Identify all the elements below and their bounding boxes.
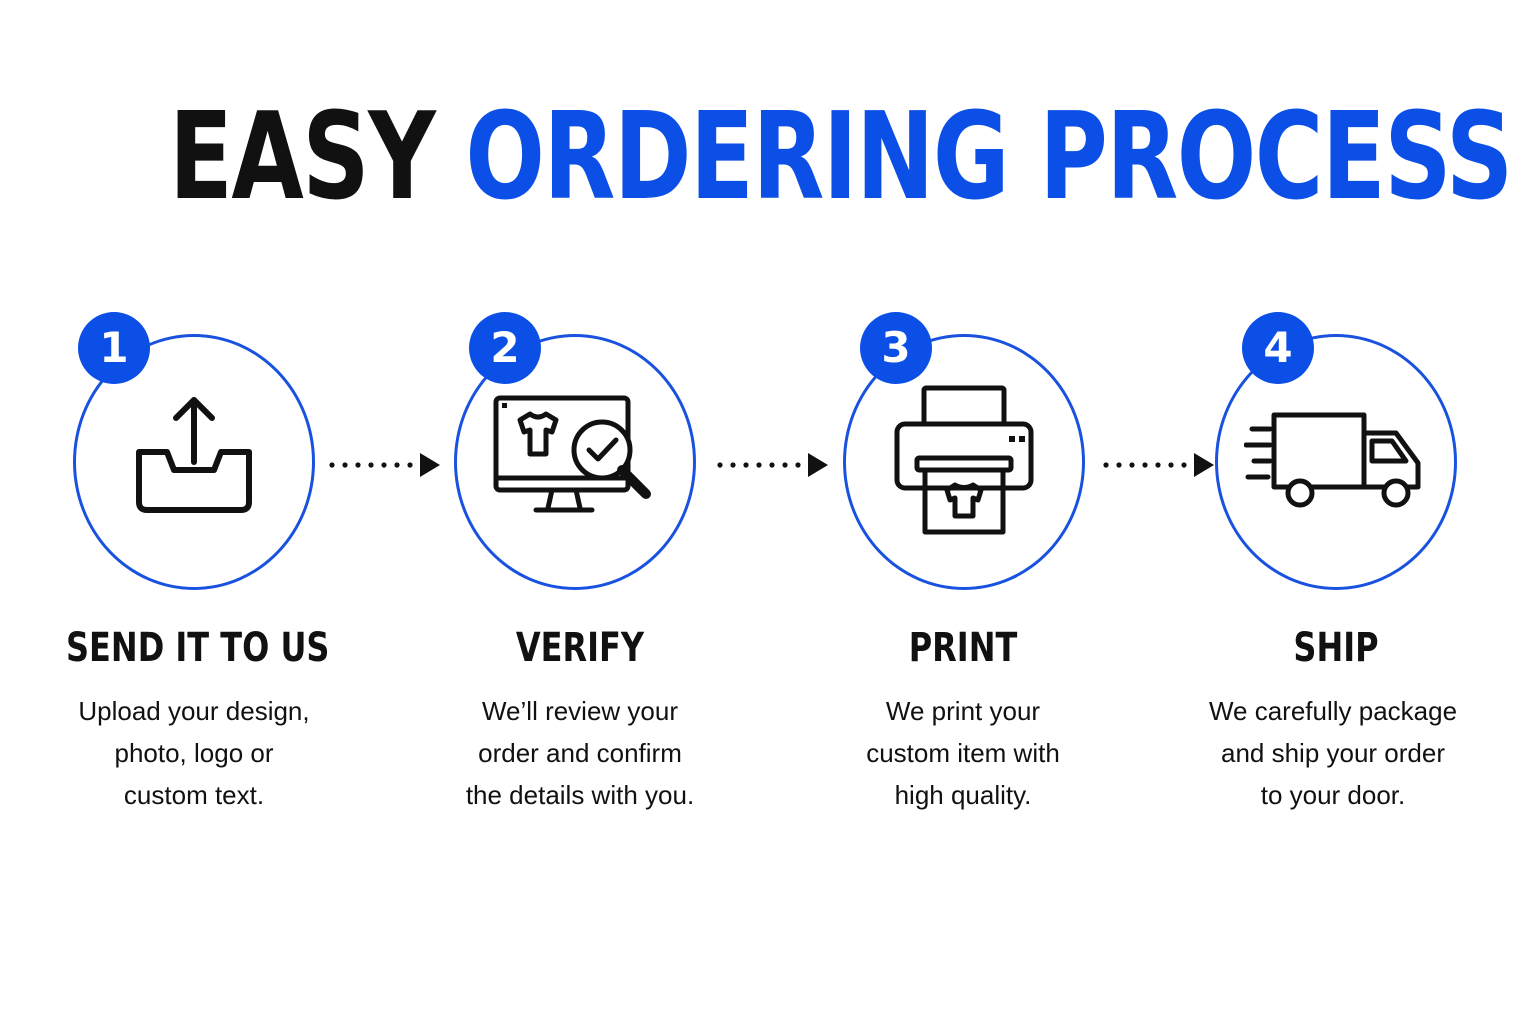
- monitor-review-icon: [493, 395, 651, 513]
- step-2-description-line: We’ll review your: [481, 696, 678, 726]
- step-2-description-line: order and confirm: [478, 738, 682, 768]
- dotted-arrow-connector: [717, 453, 828, 477]
- step-1-description: Upload your design, photo, logo or custo…: [34, 690, 354, 816]
- step-1-title: SEND IT TO US: [66, 625, 330, 671]
- step-1-number-badge: 1: [78, 312, 150, 384]
- step-1-description-line: photo, logo or: [114, 738, 274, 768]
- step-4-description-line: and ship your order: [1220, 738, 1446, 768]
- step-2-title: VERIFY: [515, 625, 645, 671]
- step-4-description-line: We carefully package: [1208, 696, 1458, 726]
- dotted-arrow-connector: [329, 453, 440, 477]
- title-part-easy: EASY: [168, 88, 436, 227]
- step-3-title: PRINT: [908, 625, 1018, 671]
- step-2-description-line: the details with you.: [465, 780, 695, 810]
- step-3-description-line: We print your: [885, 696, 1041, 726]
- step-4-number-badge: 4: [1242, 312, 1314, 384]
- step-3-description-line: custom item with: [866, 738, 1060, 768]
- step-3-description: We print your custom item with high qual…: [803, 690, 1123, 816]
- title-part-ordering-process: ORDERING PROCESS: [465, 88, 1513, 227]
- upload-tray-icon: [136, 397, 252, 513]
- delivery-truck-icon: [1244, 412, 1421, 508]
- step-4-description: We carefully package and ship your order…: [1173, 690, 1493, 816]
- step-1-description-line: Upload your design,: [78, 696, 310, 726]
- step-2-description: We’ll review your order and confirm the …: [420, 690, 740, 816]
- step-4-title: SHIP: [1293, 625, 1379, 671]
- step-3-description-line: high quality.: [894, 780, 1032, 810]
- step-1-description-line: custom text.: [123, 780, 265, 810]
- page-title: EASY ORDERING PROCESS: [168, 88, 1513, 228]
- printer-icon: [894, 385, 1034, 535]
- step-4-description-line: to your door.: [1260, 780, 1406, 810]
- dotted-arrow-connector: [1103, 453, 1214, 477]
- step-2-number-badge: 2: [469, 312, 541, 384]
- step-2-circle: [454, 334, 696, 590]
- step-3-number-badge: 3: [860, 312, 932, 384]
